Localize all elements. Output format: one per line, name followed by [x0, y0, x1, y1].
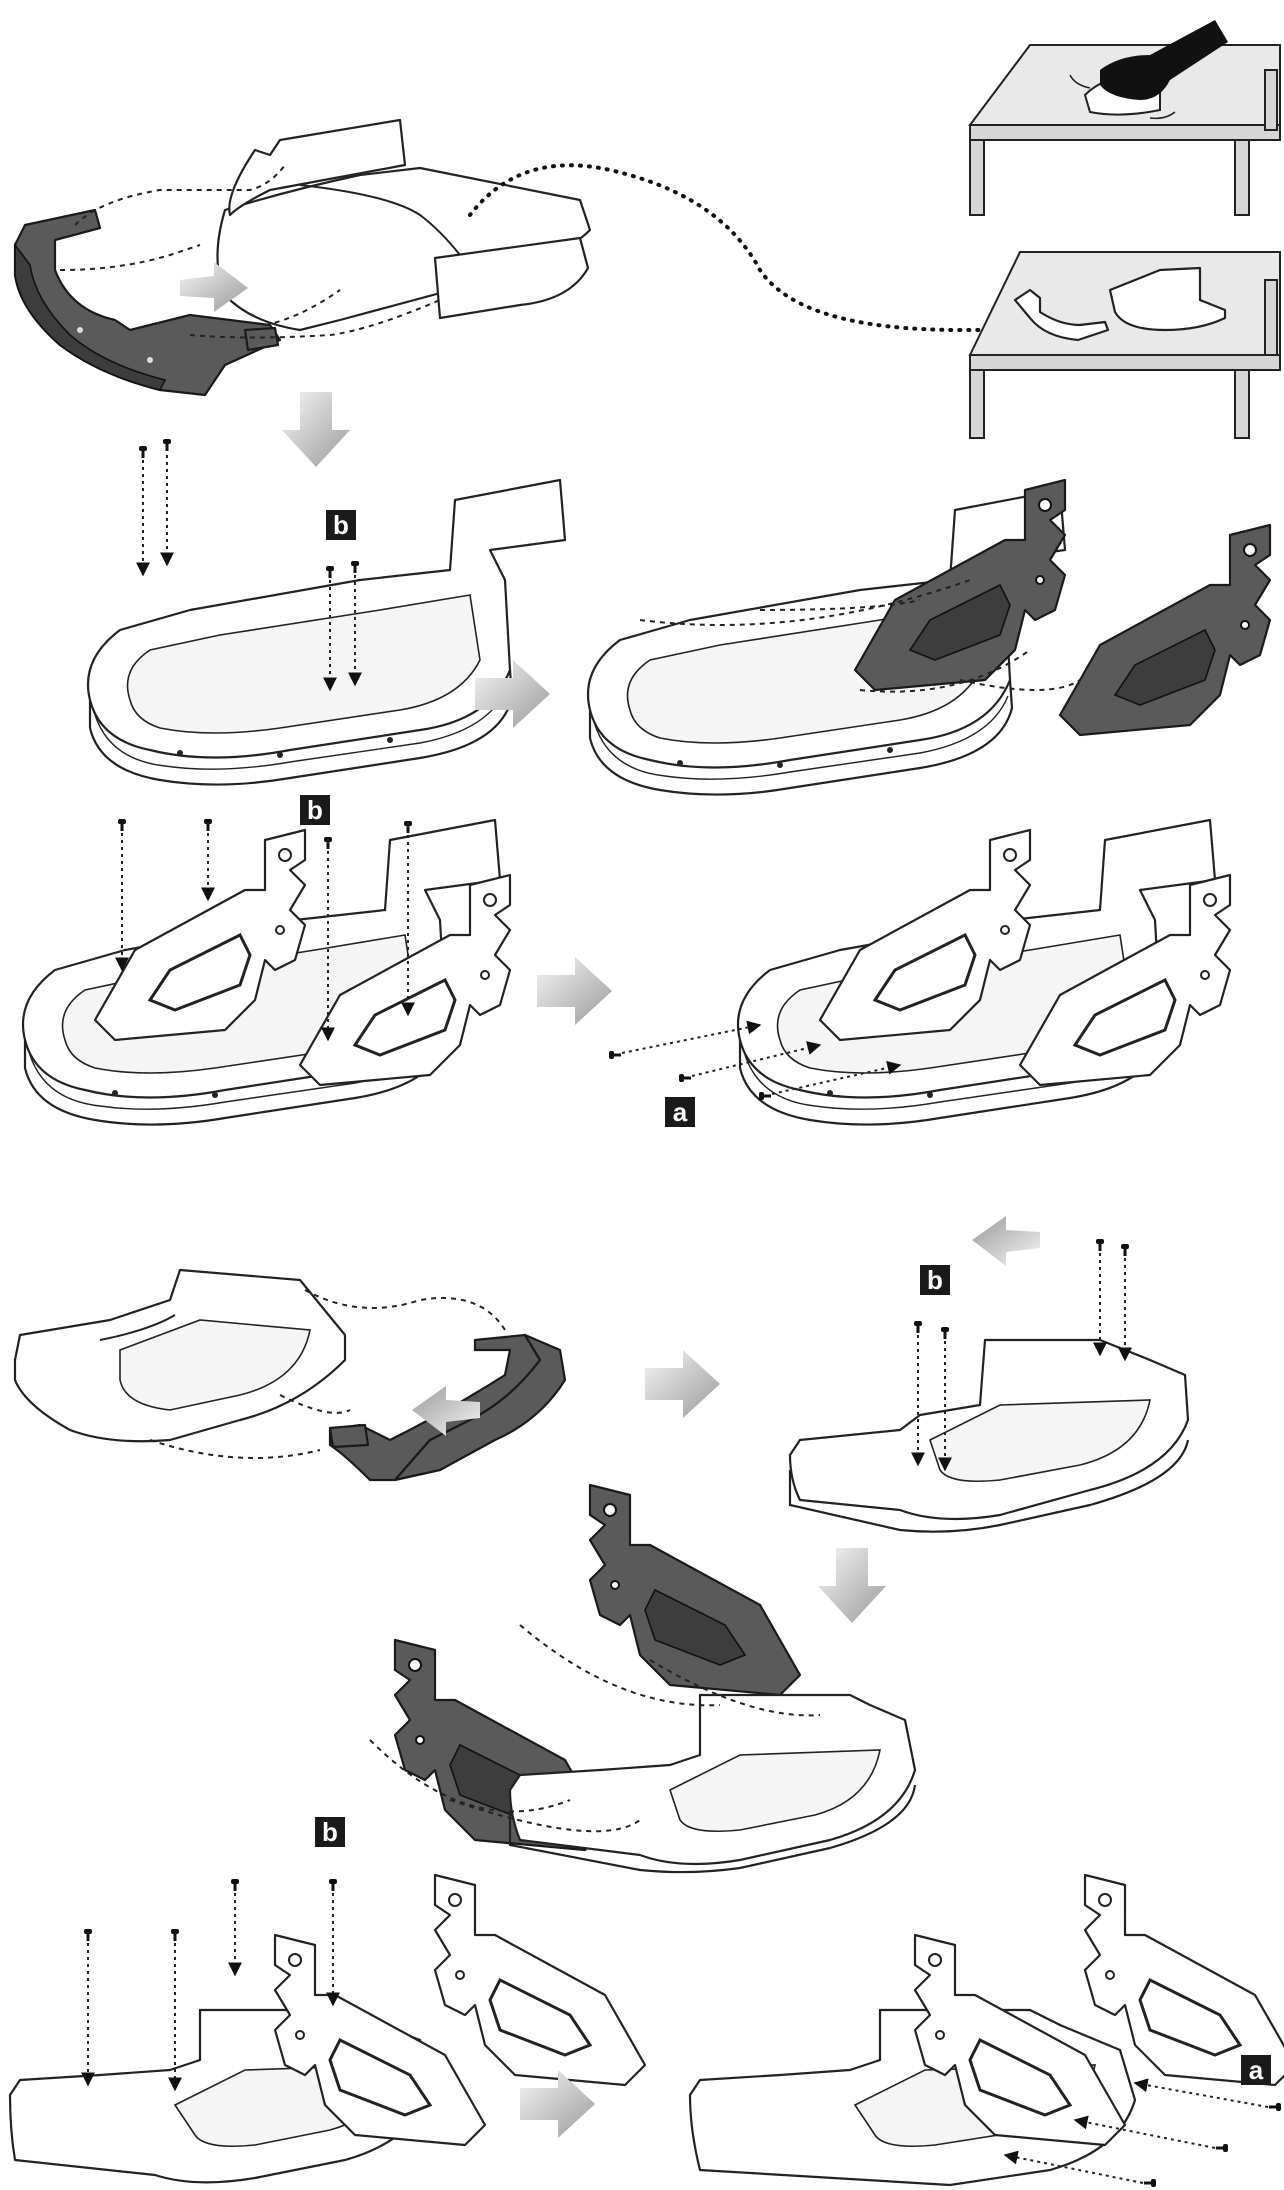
flow-arrow-icon: [537, 957, 612, 1025]
flow-arrow-down-icon: [818, 1548, 886, 1623]
tray-light-5: [736, 818, 1232, 1126]
screw-label-b: b: [322, 1817, 338, 1847]
screw-icon: [324, 837, 332, 849]
step-2-brackets: b: [86, 439, 1272, 796]
flow-arrow-down-icon: [282, 392, 350, 467]
step-6-brackets-mirror: [369, 1483, 917, 1874]
label-a-2: a: [1241, 2055, 1271, 2085]
screw-icon: [171, 1929, 179, 1941]
tray-light-8: [508, 1693, 917, 1874]
screw-label-b: b: [307, 795, 323, 825]
screw-icon: [914, 1321, 922, 1333]
step-4-remove-bumper-mirror: [13, 1268, 720, 1482]
table-parts: [968, 251, 1281, 439]
screw-icon: [759, 1092, 771, 1100]
screw-icon: [204, 819, 212, 831]
flow-arrow-icon: [645, 1350, 720, 1418]
flow-arrow-icon: [972, 1216, 1040, 1266]
hand-with-cloth-icon: [1100, 20, 1228, 100]
label-b-4: b: [315, 1817, 345, 1847]
screw-icon: [139, 446, 147, 458]
screw-label-b: b: [333, 510, 349, 540]
label-b-1: b: [326, 510, 356, 540]
screw-icon: [84, 1929, 92, 1941]
bumper-dark-1: [13, 208, 282, 397]
screw-icon: [679, 1074, 691, 1082]
screw-icon: [609, 1051, 621, 1059]
screw-label-a: a: [673, 1097, 688, 1127]
screw-icon: [118, 819, 126, 831]
tray-light-4: [21, 818, 512, 1126]
screw-icon: [1269, 2103, 1281, 2111]
screw-icon: [1216, 2144, 1228, 2152]
step-3-fasten: b a: [21, 795, 1232, 1127]
bracket-dark-4: [588, 1483, 802, 1697]
screw-icon: [163, 439, 171, 451]
screw-icon: [404, 821, 412, 833]
label-a-1: a: [665, 1097, 695, 1127]
tray-light-6: [13, 1268, 347, 1443]
bracket-light-4: [433, 1873, 647, 2087]
screw-icon: [941, 1327, 949, 1339]
label-b-2: b: [300, 795, 330, 825]
screw-icon: [1121, 1244, 1129, 1256]
bracket-dark-2: [1058, 523, 1272, 737]
screw-icon: [329, 1879, 337, 1891]
step-1-remove-bumper: [13, 118, 1018, 467]
tray-light-1: [216, 118, 592, 332]
screw-label-a: a: [1249, 2055, 1264, 2085]
screw-label-b: b: [927, 1265, 943, 1295]
table-wipe: [968, 20, 1281, 216]
screw-icon: [351, 561, 359, 573]
screw-icon: [1096, 1239, 1104, 1251]
tray-light-7: [788, 1338, 1190, 1533]
screw-icon: [231, 1879, 239, 1891]
step-7-fasten-mirror: b: [8, 1817, 1284, 2187]
screw-icon: [326, 566, 334, 578]
screw-icon: [1144, 2179, 1156, 2187]
label-b-3: b: [920, 1265, 950, 1295]
step-5-screws-b: b: [788, 1216, 1190, 1623]
bumper-dark-2: [328, 1333, 567, 1482]
